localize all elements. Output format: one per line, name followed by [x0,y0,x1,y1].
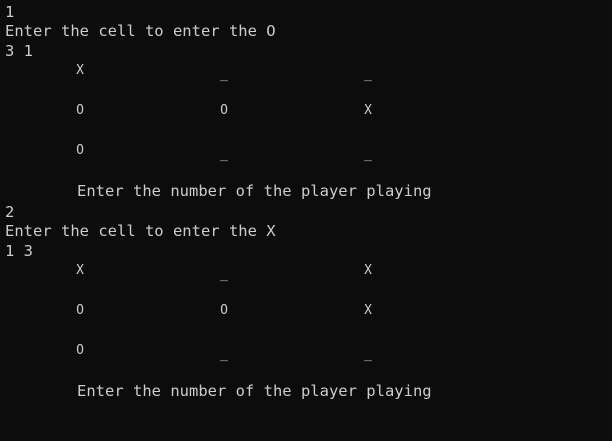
board-cell: _ [364,147,372,162]
input-line: 3 1 [5,42,33,60]
instruction-line: Enter the cell to enter the O [5,22,276,40]
board-cell: X [364,103,372,118]
player-number-line: 2 [5,203,15,221]
board-cell: O [76,103,84,118]
board-cell: _ [220,147,228,162]
board-cell: O [76,143,84,158]
board-cell: O [76,303,84,318]
board-cell: _ [220,347,228,362]
instruction-line: Enter the cell to enter the X [5,222,276,240]
board-cell: O [220,103,228,118]
board-cell: _ [220,67,228,82]
board-cell: X [364,263,372,278]
player-number-line: 1 [5,3,15,21]
board-cell: X [76,63,84,78]
board-cell: O [76,343,84,358]
player-prompt-line: Enter the number of the player playing [77,382,432,400]
board-cell: X [76,263,84,278]
board-cell: O [220,303,228,318]
input-line: 1 3 [5,242,33,260]
board-cell: X [364,303,372,318]
board-cell: _ [364,67,372,82]
board-cell: _ [220,267,228,282]
board-cell: _ [364,347,372,362]
player-prompt-line: Enter the number of the player playing [77,182,432,200]
